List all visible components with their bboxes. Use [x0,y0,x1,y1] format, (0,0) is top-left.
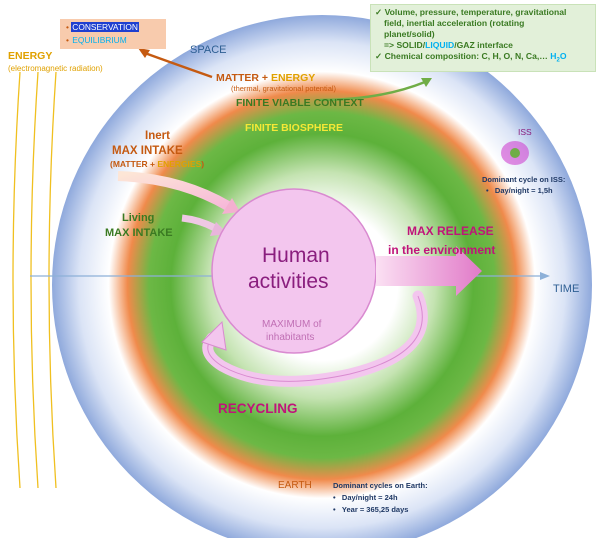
context-line-2: field, inertial acceleration (rotating [384,18,525,28]
energy-word: ENERGY [270,72,316,84]
conservation-label: CONSERVATION [71,22,139,32]
check-icon: ✓ [375,51,383,61]
bullet: • [333,493,336,502]
conservation-equilibrium-box: • CONSERVATION • EQUILIBRIUM [60,19,166,49]
h2o-h: H [550,51,557,61]
solid-label: SOLID [396,40,423,50]
iss-cycle-title: Dominant cycle on ISS: [482,175,566,184]
bullet: • [66,22,69,32]
earth-label: EARTH [278,480,312,491]
matter-energy-title: MATTER + ENERGY [216,72,315,84]
plus-sign: + [258,72,271,84]
gaz-label: GAZ interface [456,40,513,50]
finite-context-arrow [319,78,432,102]
energy-arc-2 [30,71,39,489]
recycling-label: RECYCLING [218,401,298,416]
max-release-line1: MAX RELEASE [407,224,494,238]
bullet: • [66,35,69,45]
arrow-prefix: => [384,40,397,50]
max-release-line2: in the environment [388,243,496,257]
inert-matter-energies: (MATTER + ENERGIES) [110,159,205,170]
paren: ( [110,159,113,169]
human-activities-line2: activities [248,270,329,293]
earth-cycle-item-day: • Day/night = 24h [333,493,398,503]
energy-title: ENERGY [8,50,53,62]
earth-year: Year = 365,25 days [341,505,409,514]
maximum-inhabitants-line2: inhabitants [266,332,315,343]
human-activities-line1: Human [262,244,330,267]
equilibrium-item: • EQUILIBRIUM [66,35,128,45]
space-label: SPACE [190,44,227,56]
bullet: • [486,186,489,195]
iss-cycle-item: • Day/night = 1,5h [486,186,553,196]
matter-word: MATTER [216,72,259,84]
energy-subtitle: (electromagnetic radiation) [8,64,103,73]
context-line-1: ✓ Volume, pressure, temperature, gravita… [375,7,591,18]
h2o-o: O [559,51,567,61]
energy-radiation-arcs [12,71,57,489]
bullet: • [333,505,336,514]
earth-cycles-title: Dominant cycles on Earth: [333,481,428,490]
matter-energy-subtitle: (thermal, gravitational potential) [231,84,337,93]
earth-day-night: Day/night = 24h [341,493,398,502]
context-line-4: => SOLID/LIQUID/GAZ interface [375,40,591,51]
context-line-5: ✓ Chemical composition: C, H, O, N, Ca,…… [375,51,591,65]
context-line-3: planet/solid) [384,29,435,39]
energy-arc-3 [48,71,57,489]
inert-max-intake: MAX INTAKE [112,145,183,157]
matter-word: MATTER [112,159,148,169]
conservation-item: • CONSERVATION [66,22,139,32]
finite-biosphere-label: FINITE BIOSPHERE [245,122,344,134]
time-label: TIME [553,283,580,295]
matter-energy-arrow [138,48,213,79]
plus-sign: + [147,159,158,169]
h2o-formula: H2O [550,51,567,64]
energies-word: ENERGIES [157,159,202,169]
recycling-arrow [201,290,428,387]
living-title: Living [122,212,155,224]
energy-arc-1 [12,71,21,489]
inert-title: Inert [145,130,170,142]
slash: / [454,40,457,50]
check-icon: ✓ [375,7,383,17]
paren: ) [201,159,205,169]
h2o-sub: 2 [556,57,560,64]
chemical-text: Chemical composition: C, H, O, N, Ca,… [384,51,551,61]
iss-orbit-marker [501,141,529,165]
context-text: Volume, pressure, temperature, gravitati… [384,7,567,17]
liquid-label: LIQUID [425,40,455,50]
max-release-arrow [376,246,482,296]
earth-cycle-item-year: • Year = 365,25 days [333,505,409,515]
context-info-box: ✓ Volume, pressure, temperature, gravita… [370,4,596,72]
inert-intake-arrow [117,171,240,214]
iss-label: ISS [518,127,532,137]
equilibrium-label: EQUILIBRIUM [72,35,127,45]
finite-viable-context-label: FINITE VIABLE CONTEXT [236,97,364,109]
iss-day-night: Day/night = 1,5h [494,186,553,195]
slash: / [422,40,426,50]
maximum-inhabitants-line1: MAXIMUM of [262,319,322,330]
living-max-intake: MAX INTAKE [105,227,173,239]
